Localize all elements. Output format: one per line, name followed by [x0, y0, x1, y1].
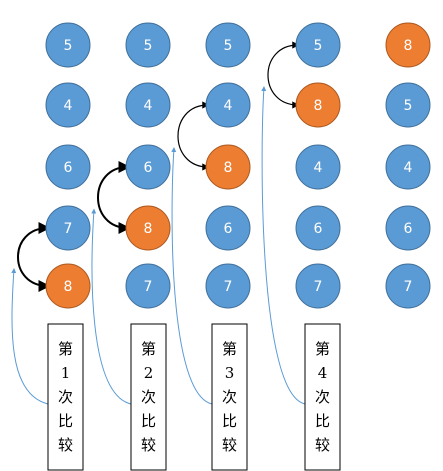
node-value: 4 [314, 160, 323, 176]
node-value: 7 [64, 221, 73, 237]
node-circle-blue [295, 22, 341, 68]
node-circle-blue [125, 22, 171, 68]
node-value: 5 [224, 38, 233, 54]
comparison-label-char: 较 [141, 436, 156, 454]
comparison-label-char: 次 [222, 388, 237, 406]
comparison-label-char: 第 [141, 340, 156, 358]
node-circle-blue [205, 263, 251, 309]
node-circle-orange [385, 22, 431, 68]
node-value: 8 [144, 221, 153, 237]
node-circle-blue [385, 205, 431, 251]
node-circle-blue [45, 82, 91, 128]
node-circle-blue [385, 82, 431, 128]
comparison-label-char: 3 [225, 364, 235, 382]
node-circle-blue [295, 144, 341, 190]
node-circle-orange [205, 144, 251, 190]
node-value: 6 [64, 160, 73, 176]
node-value: 7 [404, 279, 413, 295]
label-connector-line [261, 86, 306, 405]
comparison-label-char: 2 [144, 364, 154, 382]
node-circle-blue [295, 205, 341, 251]
node-value: 7 [224, 279, 233, 295]
node-value: 4 [64, 98, 73, 114]
label-connector-line [11, 268, 49, 405]
comparison-label-char: 第 [58, 340, 73, 358]
node-value: 4 [224, 98, 233, 114]
node-value: 7 [144, 279, 153, 295]
label-connector-line [91, 208, 132, 405]
comparison-label-char: 4 [318, 364, 328, 382]
node-circle-orange [295, 82, 341, 128]
node-value: 6 [224, 221, 233, 237]
swap-arrow [267, 41, 300, 109]
node-value: 7 [314, 279, 323, 295]
node-circle-blue [125, 82, 171, 128]
comparison-label-char: 第 [315, 340, 330, 358]
node-value: 5 [144, 38, 153, 54]
node-circle-blue [45, 22, 91, 68]
comparison-label-char: 次 [141, 388, 156, 406]
node-value: 8 [404, 38, 413, 54]
node-circle-blue [295, 263, 341, 309]
node-value: 8 [224, 160, 233, 176]
node-value: 5 [314, 38, 323, 54]
node-value: 8 [314, 98, 323, 114]
comparison-label-char: 比 [58, 412, 73, 430]
node-circle-blue [385, 263, 431, 309]
node-circle-orange [45, 263, 91, 309]
swap-arrow [17, 222, 51, 292]
node-value: 5 [404, 98, 413, 114]
node-circle-blue [205, 22, 251, 68]
node-circle-blue [205, 205, 251, 251]
comparison-label-char: 第 [222, 340, 237, 358]
comparison-label-char: 比 [315, 412, 330, 430]
node-value: 4 [404, 160, 413, 176]
node-circle-orange [125, 205, 171, 251]
comparison-label-box [47, 323, 84, 471]
comparison-label-char: 比 [222, 412, 237, 430]
comparison-label-box [211, 323, 248, 471]
node-value: 6 [144, 160, 153, 176]
comparison-label-box [304, 323, 341, 471]
comparison-label-char: 次 [58, 388, 73, 406]
node-value: 6 [404, 221, 413, 237]
comparison-label-char: 较 [315, 436, 330, 454]
node-circle-blue [125, 263, 171, 309]
comparison-label-char: 比 [141, 412, 156, 430]
comparison-label-box [130, 323, 167, 471]
node-circle-blue [385, 144, 431, 190]
node-value: 5 [64, 38, 73, 54]
comparison-label-char: 次 [315, 388, 330, 406]
swap-arrow [177, 101, 210, 171]
node-circle-blue [125, 144, 171, 190]
node-circle-blue [205, 82, 251, 128]
node-value: 8 [64, 279, 73, 295]
node-value: 4 [144, 98, 153, 114]
node-value: 6 [314, 221, 323, 237]
swap-arrow [97, 161, 131, 234]
label-connector-line [171, 147, 213, 405]
comparison-label-char: 1 [61, 364, 71, 382]
comparison-label-char: 较 [222, 436, 237, 454]
node-circle-blue [45, 205, 91, 251]
node-circle-blue [45, 144, 91, 190]
comparison-label-char: 较 [58, 436, 73, 454]
